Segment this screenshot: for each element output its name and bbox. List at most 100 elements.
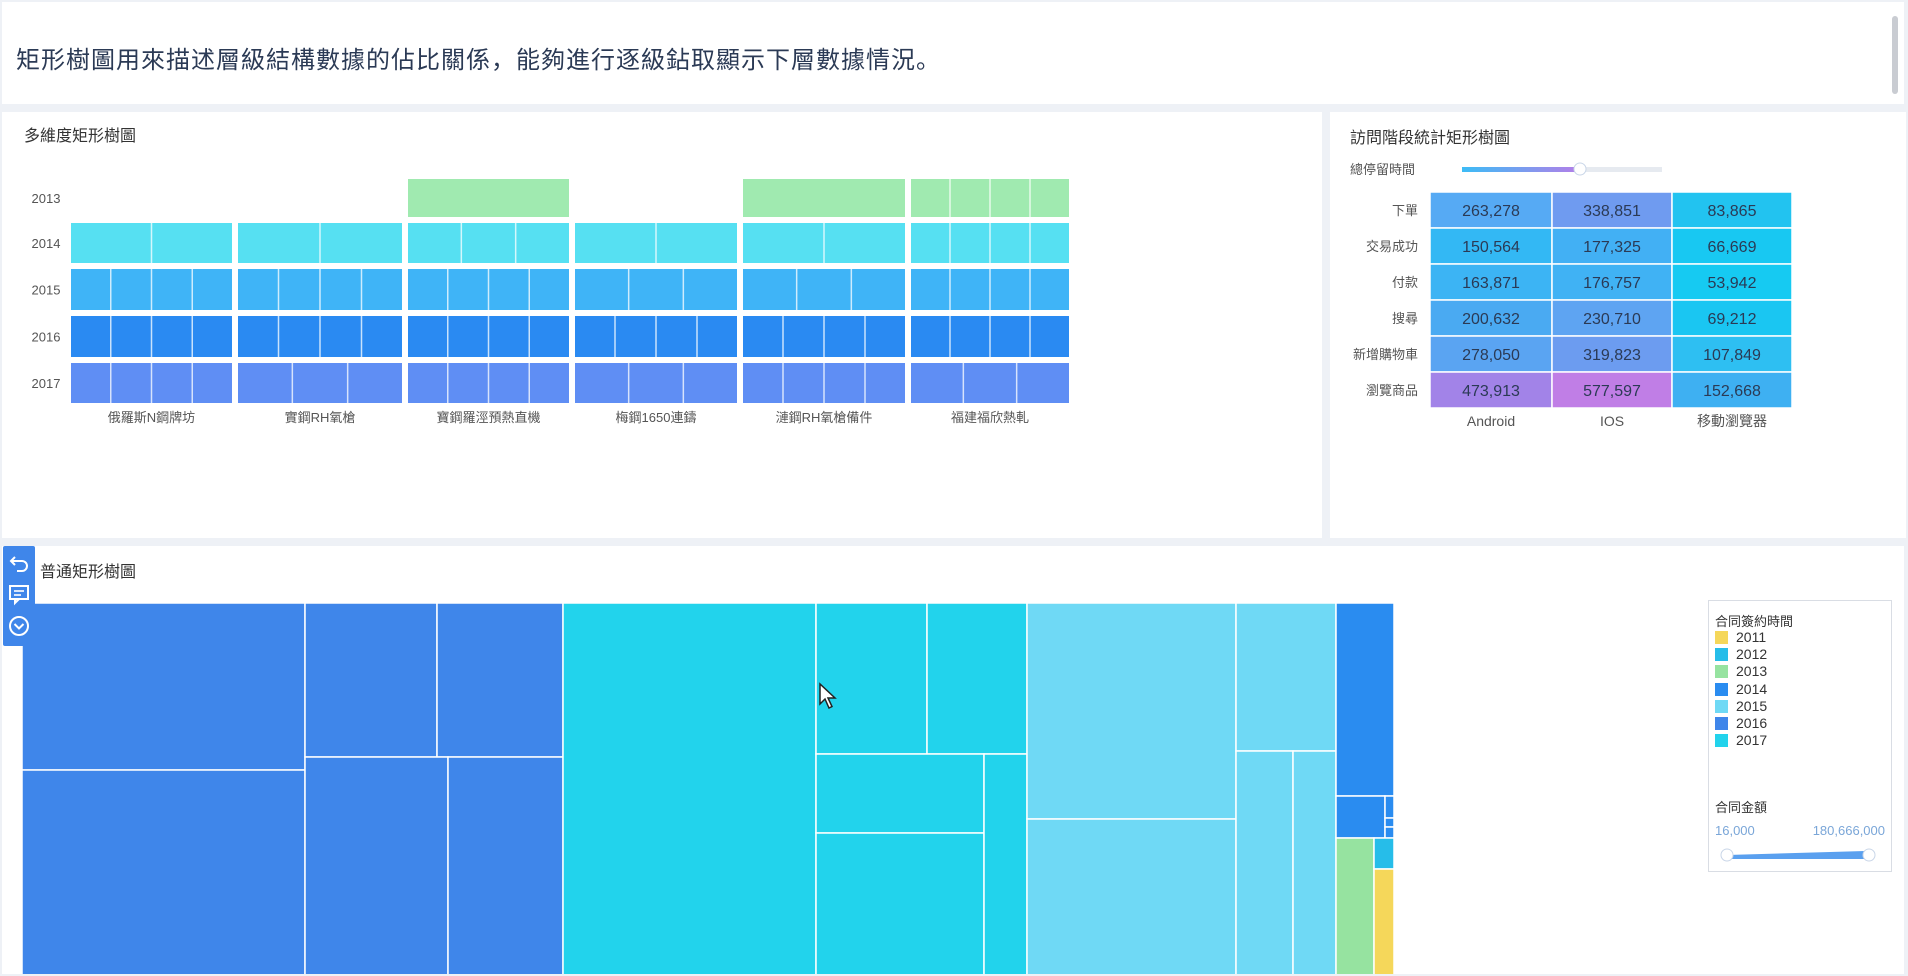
legend-item-2013[interactable]: 2013 xyxy=(1715,663,1767,679)
treemap-cell-2014-19[interactable] xyxy=(1335,795,1386,839)
normal-treemap-panel: 普通矩形樹圖 xyxy=(2,546,1904,974)
row-label-2013: 2013 xyxy=(32,191,61,206)
treemap-cell-2017-7[interactable] xyxy=(815,602,928,755)
legend-swatch xyxy=(1715,699,1728,713)
treemap-cell-2014-20[interactable] xyxy=(1384,795,1395,819)
legend-label: 2011 xyxy=(1736,629,1767,645)
treemap-block-2017-5[interactable] xyxy=(909,361,1071,405)
treemap-cell-2016-1[interactable] xyxy=(21,769,306,974)
treemap-cell-2016-4[interactable] xyxy=(304,756,449,974)
visit-cell-4-2[interactable] xyxy=(1671,335,1793,373)
legend-item-2016[interactable]: 2016 xyxy=(1715,715,1767,731)
visit-cell-4-1[interactable] xyxy=(1551,335,1673,373)
normal-treemap-title: 普通矩形樹圖 xyxy=(40,564,137,581)
filter-label: 總停留時間 xyxy=(1350,162,1415,177)
treemap-cell-2014-21[interactable] xyxy=(1384,817,1395,828)
column-label-4: 漣鋼RH氧槍備件 xyxy=(776,410,873,425)
row-label-0: 下單 xyxy=(1392,203,1418,218)
header-scrollbar[interactable] xyxy=(1892,16,1898,94)
legend-item-2014[interactable]: 2014 xyxy=(1715,681,1767,697)
treemap-cell-2015-13[interactable] xyxy=(1026,818,1237,974)
visit-cell-3-1[interactable] xyxy=(1551,299,1673,337)
treemap-block-2017-1[interactable] xyxy=(236,361,404,405)
row-label-1: 交易成功 xyxy=(1366,239,1418,254)
legend-item-2012[interactable]: 2012 xyxy=(1715,646,1767,662)
treemap-cell-2016-0[interactable] xyxy=(21,602,306,771)
treemap-block-2013-4[interactable] xyxy=(741,177,907,219)
visit-value-3-0: 200,632 xyxy=(1462,311,1520,328)
expand-down-icon[interactable] xyxy=(7,614,31,638)
treemap-cell-2012-24[interactable] xyxy=(1373,837,1395,870)
visit-cell-3-2[interactable] xyxy=(1671,299,1793,337)
visit-value-0-1: 338,851 xyxy=(1583,203,1641,220)
treemap-block-2017-3[interactable] xyxy=(573,361,739,405)
legend-swatch xyxy=(1715,665,1728,679)
treemap-cell-2014-18[interactable] xyxy=(1335,602,1395,797)
visit-cell-1-0[interactable] xyxy=(1429,227,1553,265)
comment-icon[interactable] xyxy=(7,582,31,606)
legend-swatch xyxy=(1715,631,1728,644)
treemap-cell-2017-8[interactable] xyxy=(926,602,1028,755)
visit-value-4-1: 319,823 xyxy=(1583,347,1641,364)
visit-value-2-2: 53,942 xyxy=(1708,275,1757,292)
legend-item-2017[interactable]: 2017 xyxy=(1715,732,1767,748)
amount-min-label: 16,000 xyxy=(1715,823,1755,838)
visit-cell-0-1[interactable] xyxy=(1551,191,1673,229)
visit-value-2-1: 176,757 xyxy=(1583,275,1641,292)
treemap-cell-2013-23[interactable] xyxy=(1335,837,1375,974)
treemap-cell-2015-14[interactable] xyxy=(1235,602,1337,752)
treemap-cell-2016-5[interactable] xyxy=(447,756,564,974)
legend-swatch xyxy=(1715,734,1728,748)
treemap-cell-2011-25[interactable] xyxy=(1373,868,1395,974)
column-label-2: 移動瀏覽器 xyxy=(1697,413,1767,429)
side-toolbar xyxy=(3,546,35,646)
visit-cell-5-1[interactable] xyxy=(1551,371,1673,409)
multi-treemap-title: 多維度矩形樹圖 xyxy=(24,128,137,145)
treemap-cell-2017-9[interactable] xyxy=(815,753,985,834)
visit-cell-5-2[interactable] xyxy=(1671,371,1793,409)
column-label-5: 福建福欣熱軋 xyxy=(951,410,1029,425)
visit-value-2-0: 163,871 xyxy=(1462,275,1520,292)
treemap-cell-2016-3[interactable] xyxy=(436,602,564,758)
visit-cell-2-1[interactable] xyxy=(1551,263,1673,301)
legend-swatch xyxy=(1715,717,1728,730)
treemap-block-2015-3[interactable] xyxy=(573,267,739,312)
legend-item-2011[interactable]: 2011 xyxy=(1715,629,1766,645)
visit-value-4-2: 107,849 xyxy=(1703,347,1761,364)
visit-value-3-1: 230,710 xyxy=(1583,311,1641,328)
legend-label: 2012 xyxy=(1736,646,1768,663)
undo-icon[interactable] xyxy=(7,550,31,574)
row-label-5: 瀏覽商品 xyxy=(1366,383,1418,398)
amount-legend-title: 合同金額 xyxy=(1715,800,1768,815)
treemap-cell-2016-2[interactable] xyxy=(304,602,438,758)
treemap-cell-2017-10[interactable] xyxy=(815,832,985,974)
filter-handle[interactable] xyxy=(1573,162,1587,176)
treemap-cell-2017-11[interactable] xyxy=(983,753,1028,974)
column-label-1: IOS xyxy=(1600,413,1624,429)
treemap-cell-2014-22[interactable] xyxy=(1384,826,1395,839)
row-label-2014: 2014 xyxy=(32,236,61,251)
visit-treemap-title: 訪問階段統計矩形樹圖 xyxy=(1350,130,1511,147)
treemap-cell-2015-12[interactable] xyxy=(1026,602,1237,820)
row-label-2: 付款 xyxy=(1392,275,1418,290)
legend-label: 2013 xyxy=(1736,663,1768,680)
treemap-cell-2015-15[interactable] xyxy=(1235,750,1294,974)
treemap-block-2015-4[interactable] xyxy=(741,267,907,312)
legend-label: 2014 xyxy=(1736,680,1768,697)
visit-value-0-0: 263,278 xyxy=(1462,203,1520,220)
treemap-cell-2015-16[interactable] xyxy=(1292,750,1337,974)
row-label-2017: 2017 xyxy=(32,376,61,391)
treemap-cell-2017-6[interactable] xyxy=(562,602,817,974)
column-label-1: 實鋼RH氧槍 xyxy=(285,410,356,425)
visit-value-1-2: 66,669 xyxy=(1708,239,1757,256)
legend-title: 合同簽約時間 xyxy=(1715,614,1794,629)
treemap-block-2014-2[interactable] xyxy=(406,221,571,265)
amount-range-slider[interactable] xyxy=(1709,601,1891,871)
row-label-3: 搜尋 xyxy=(1392,311,1418,326)
legend-item-2015[interactable]: 2015 xyxy=(1715,698,1767,714)
filter-range[interactable] xyxy=(1462,167,1580,172)
treemap-block-2013-2[interactable] xyxy=(406,177,571,219)
